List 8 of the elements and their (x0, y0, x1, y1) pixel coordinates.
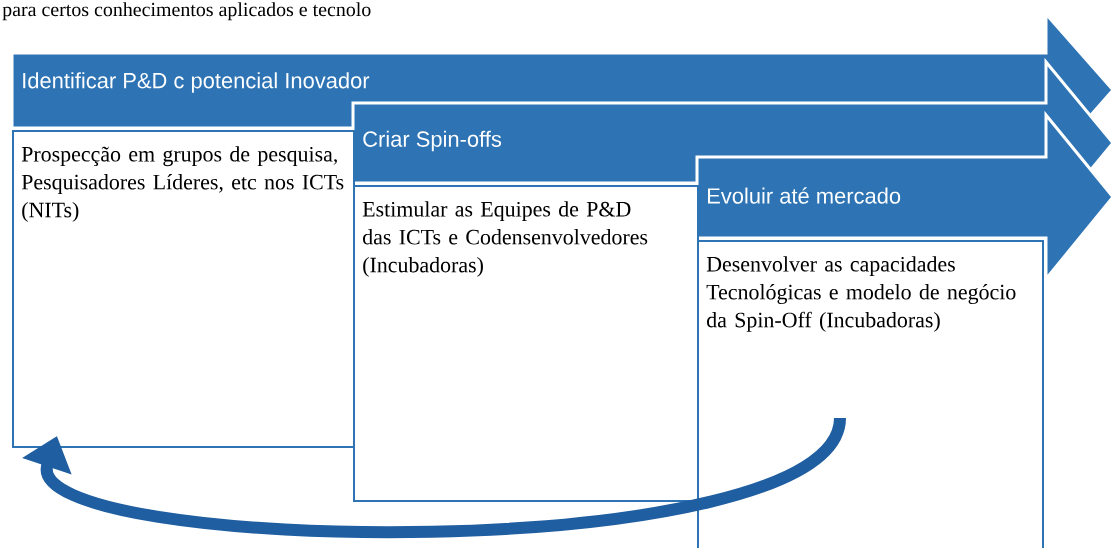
curved-arrow (22, 415, 846, 538)
node-label: Identificar P&D c potencial Inovador (23, 72, 370, 93)
text-box: Prospecção em grupos de pesquisa, Pesquisadores Líderes, etc nos ICTs (NITs) (12, 130, 355, 448)
text-box: Estimular as Equipes de P&D das ICTs e Codensenvolvedores (Incubadoras) (353, 185, 699, 502)
node-label: Evoluir até mercado (708, 187, 901, 204)
note-text: para certos conhecimentos aplicados e tecnolo (2, 2, 371, 21)
text-box: Desenvolver as capacidades Tecnológicas e modelo de negócio da Spin-Off (Incubadoras) (697, 240, 1044, 548)
node-label: Criar Spin-offs (363, 130, 502, 152)
